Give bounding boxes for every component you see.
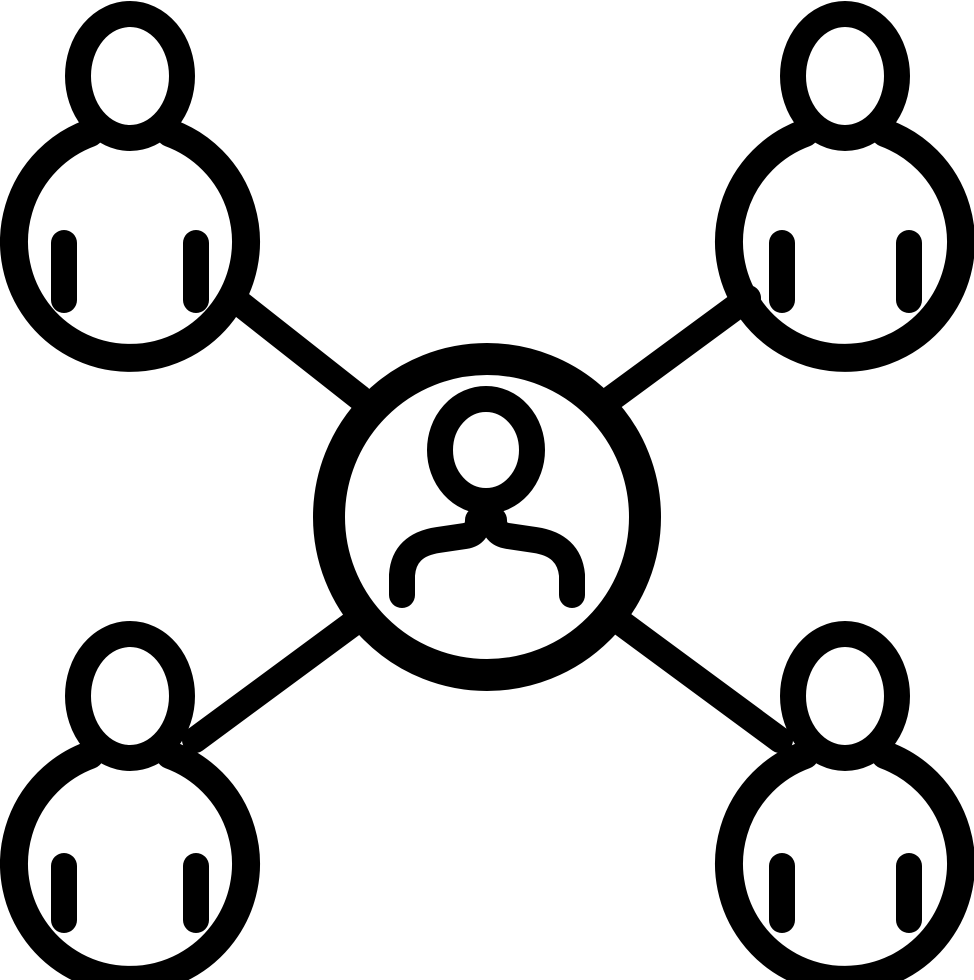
node-user-icon-bottom-left bbox=[0, 621, 260, 980]
arms bbox=[769, 853, 922, 933]
connector-bottom-left bbox=[182, 609, 368, 753]
body-ring bbox=[715, 119, 974, 372]
head bbox=[65, 621, 195, 771]
connection-lines bbox=[182, 285, 793, 753]
node-user-icon-bottom-right bbox=[715, 621, 974, 980]
head bbox=[65, 1, 195, 151]
body-ring bbox=[715, 741, 974, 980]
head bbox=[780, 1, 910, 151]
hub-shoulders bbox=[389, 507, 585, 608]
node-user-icon-top-right bbox=[715, 1, 974, 372]
arms bbox=[51, 853, 209, 933]
arms bbox=[769, 230, 922, 313]
hub-circle bbox=[313, 343, 661, 691]
connector-bottom-right bbox=[607, 609, 793, 753]
arms bbox=[51, 230, 209, 313]
node-user-icon-top-left bbox=[0, 1, 260, 372]
hub-user-icon bbox=[313, 343, 661, 691]
hub-head bbox=[427, 386, 545, 514]
connector-top-right bbox=[599, 285, 761, 411]
body-ring bbox=[0, 119, 260, 372]
connector-top-left bbox=[220, 285, 373, 411]
body-ring bbox=[0, 741, 260, 980]
head bbox=[780, 621, 910, 771]
